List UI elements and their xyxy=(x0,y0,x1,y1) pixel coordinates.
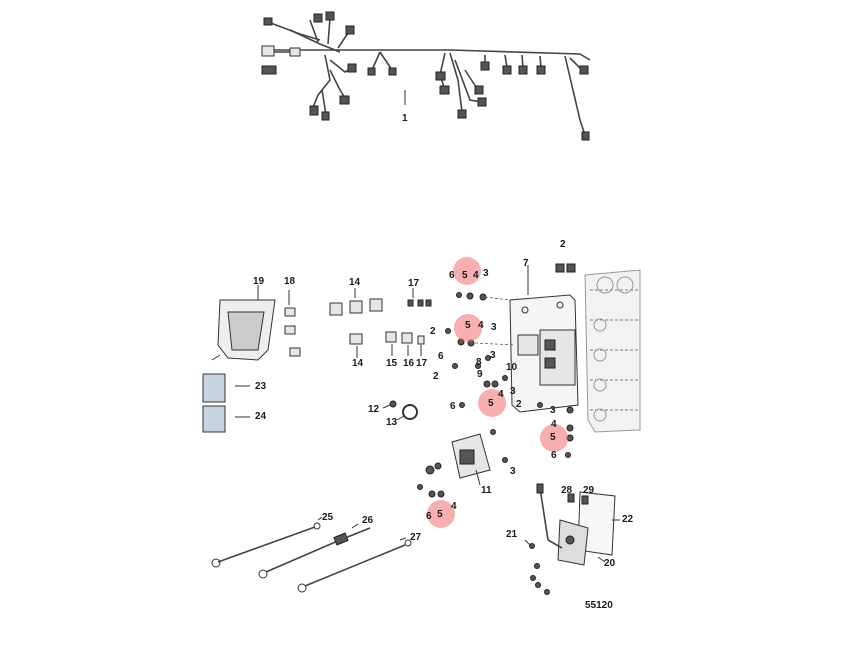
callout-16: 16 xyxy=(403,358,415,369)
callout-3: 3 xyxy=(550,405,556,416)
highlight-marker xyxy=(540,424,568,452)
highlight-marker xyxy=(453,257,481,285)
callout-21: 21 xyxy=(506,529,518,540)
callout-3: 3 xyxy=(491,322,497,333)
callout-5: 5 xyxy=(462,270,468,281)
callout-14: 14 xyxy=(352,358,364,369)
callout-17: 17 xyxy=(416,358,428,369)
callout-3: 3 xyxy=(510,386,516,397)
callout-2: 2 xyxy=(433,371,439,382)
callout-14: 14 xyxy=(349,277,361,288)
callout-9: 9 xyxy=(477,369,483,380)
callout-5: 5 xyxy=(488,398,494,409)
decal-23 xyxy=(202,373,226,403)
battery-cables-drawing xyxy=(211,516,412,593)
callout-4: 4 xyxy=(478,320,484,331)
callout-5: 5 xyxy=(550,432,556,443)
decal-24 xyxy=(202,405,226,433)
callout-22: 22 xyxy=(622,514,634,525)
callout-5: 5 xyxy=(437,509,443,520)
wiring-harness-drawing xyxy=(261,11,591,141)
callout-3: 3 xyxy=(483,268,489,279)
callout-4: 4 xyxy=(498,389,504,400)
callout-3: 3 xyxy=(490,350,496,361)
callout-17: 17 xyxy=(408,278,420,289)
callout-1: 1 xyxy=(402,113,408,124)
callout-6: 6 xyxy=(450,401,456,412)
callout-19: 19 xyxy=(253,276,265,287)
callout-20: 20 xyxy=(604,558,616,569)
callout-26: 26 xyxy=(362,515,374,526)
callout-2: 2 xyxy=(516,399,522,410)
callout-25: 25 xyxy=(322,512,334,523)
callout-13: 13 xyxy=(386,417,398,428)
callout-8: 8 xyxy=(476,357,482,368)
small-components-drawing xyxy=(284,288,432,358)
callout-3: 3 xyxy=(510,466,516,477)
callout-27: 27 xyxy=(410,532,422,543)
callout-24: 24 xyxy=(255,411,267,422)
regulator-drawing xyxy=(524,483,620,595)
callout-4: 4 xyxy=(451,501,457,512)
highlight-marker xyxy=(454,314,482,342)
callout-4: 4 xyxy=(551,419,557,430)
callout-6: 6 xyxy=(426,511,432,522)
callout-29: 29 xyxy=(583,485,595,496)
callout-2: 2 xyxy=(430,326,436,337)
callout-23: 23 xyxy=(255,381,267,392)
callout-15: 15 xyxy=(386,358,398,369)
highlight-marker xyxy=(478,389,506,417)
callout-5: 5 xyxy=(465,320,471,331)
highlight-marker xyxy=(427,500,455,528)
callout-18: 18 xyxy=(284,276,296,287)
cover-drawing xyxy=(211,285,276,361)
callout-6: 6 xyxy=(438,351,444,362)
callout-11: 11 xyxy=(481,485,492,496)
cover-plate-drawing xyxy=(425,433,491,486)
callout-6: 6 xyxy=(449,270,455,281)
callout-12: 12 xyxy=(368,404,380,415)
callout-7: 7 xyxy=(523,258,529,269)
callout-6: 6 xyxy=(551,450,557,461)
electrical-plate-drawing xyxy=(509,263,579,413)
callout-10: 10 xyxy=(506,362,518,373)
engine-block-drawing xyxy=(584,269,641,433)
callout-4: 4 xyxy=(473,270,479,281)
callout-2: 2 xyxy=(560,239,566,250)
reference-number: 55120 xyxy=(585,600,613,611)
callout-28: 28 xyxy=(561,485,573,496)
